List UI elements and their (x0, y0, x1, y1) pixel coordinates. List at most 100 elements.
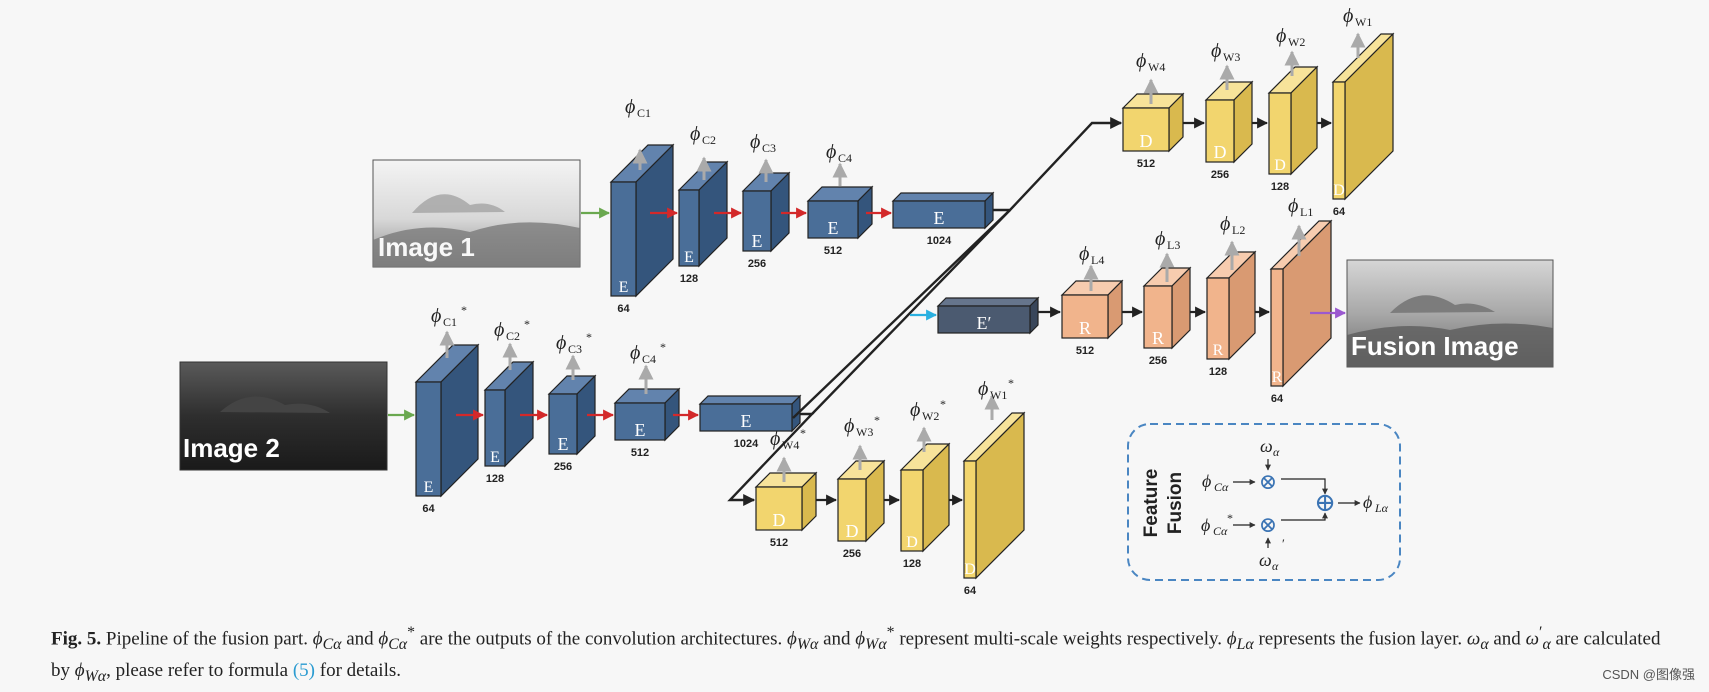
svg-text:ϕ: ϕ (690, 123, 700, 145)
decoder2-block-4-letter: D (964, 561, 976, 578)
decoder2-block-2-size: 256 (843, 548, 861, 560)
figure-caption: Fig. 5. Pipeline of the fusion part. ϕCα… (51, 624, 1661, 685)
encoder1-block-2-letter: E (684, 249, 694, 266)
otimes-top-icon: ⊗ (1259, 469, 1277, 494)
encoder2-block-4-size: 512 (631, 447, 649, 459)
fusion-image: Fusion Image (1346, 259, 1554, 368)
svg-text:ϕ: ϕ (826, 141, 836, 163)
svg-text:*: * (660, 340, 666, 354)
recon-block-4-size: 64 (1271, 393, 1284, 405)
decoder2-block-4: D64 (962, 411, 1026, 597)
encoder1-block-1-size: 64 (617, 303, 630, 315)
encoder2-block-1: E64 (414, 343, 480, 515)
svg-text:α: α (1273, 445, 1280, 459)
recon-block-3-letter: R (1213, 342, 1224, 359)
svg-text:L2: L2 (1232, 223, 1245, 237)
caption-part1: Pipeline of the fusion part. (105, 628, 308, 650)
caption-part3: represent multi-scale weights respective… (899, 628, 1223, 650)
svg-text:*: * (586, 330, 592, 344)
decoder1-block-3-size: 128 (1271, 181, 1289, 193)
svg-text:ϕ: ϕ (1202, 471, 1211, 491)
recon-block-3-size: 128 (1209, 366, 1227, 378)
svg-text:ϕ: ϕ (625, 96, 635, 118)
encoder1-block-3-letter: E (752, 231, 763, 251)
feature-fusion-title-2: Fusion (1165, 472, 1186, 534)
encoder2-block-1-letter: E (424, 479, 434, 496)
caption-part2: are the outputs of the convolution archi… (419, 628, 783, 650)
svg-text:ϕ: ϕ (978, 378, 988, 400)
svg-text:ω: ω (1259, 550, 1272, 570)
svg-text:ϕ: ϕ (750, 131, 760, 153)
encoder1-block-5-letter: E (934, 208, 945, 228)
svg-text:L3: L3 (1167, 238, 1180, 252)
decoder1-block-1-size: 512 (1137, 158, 1155, 170)
connector-enc2-to-dec2 (727, 412, 815, 506)
decoder1-block-4-size: 64 (1333, 206, 1346, 218)
fusion-omega-bottom: ω α ′ (1259, 536, 1285, 573)
svg-text:W3: W3 (856, 425, 873, 439)
svg-text:C3: C3 (762, 141, 776, 155)
connector-enc1-to-dec1 (993, 117, 1123, 212)
svg-text:C2: C2 (702, 133, 716, 147)
caption-part4: represents the fusion layer. (1258, 628, 1463, 650)
svg-text:*: * (800, 426, 806, 440)
encoder1-block-4-letter: E (828, 218, 839, 238)
svg-text:W4: W4 (782, 438, 799, 452)
caption-fig-label: Fig. 5. (51, 628, 102, 650)
svg-text:ϕ: ϕ (1276, 25, 1286, 47)
svg-text:ϕ: ϕ (1136, 50, 1146, 72)
fusion-phi-c-star: ϕ Cα * (1201, 511, 1233, 538)
image-1: Image 1 (372, 159, 581, 268)
decoder1-block-2-letter: D (1214, 142, 1227, 162)
encoder1-block-4-size: 512 (824, 245, 842, 257)
encoder1-block-1: E 64 (609, 143, 675, 315)
decoder2-block-1-size: 512 (770, 537, 788, 549)
caption-part5: are calculated by (51, 628, 1661, 682)
eprime-block-letter: E′ (977, 313, 992, 333)
svg-text:ϕ: ϕ (770, 428, 780, 450)
otimes-bottom-icon: ⊗ (1259, 512, 1277, 537)
svg-text:*: * (940, 397, 946, 411)
svg-text:W2: W2 (1288, 35, 1305, 49)
svg-text:ϕ: ϕ (630, 342, 640, 364)
decoder1-block-3-letter: D (1274, 157, 1286, 174)
svg-text:α: α (1272, 559, 1279, 573)
encoder1-block-5-size: 1024 (927, 235, 952, 247)
encoder1-block-5: E 1024 (891, 191, 995, 247)
decoder1-block-1-letter: D (1140, 131, 1153, 151)
eprime-block: E′ (936, 296, 1040, 335)
decoder2-block-3-size: 128 (903, 558, 921, 570)
svg-text:C1: C1 (637, 106, 651, 120)
connector-enc1-down (792, 209, 1011, 419)
formula-reference-link[interactable]: (5) (292, 660, 315, 682)
fusion-image-label: Fusion Image (1351, 331, 1519, 361)
svg-text:C4: C4 (642, 352, 656, 366)
svg-text:*: * (874, 413, 880, 427)
encoder1-block-1-letter: E (619, 279, 629, 296)
svg-text:W1: W1 (1355, 15, 1372, 29)
svg-text:ϕ: ϕ (910, 399, 920, 421)
svg-text:C1: C1 (443, 315, 457, 329)
decoder1-block-4: D64 (1331, 32, 1395, 218)
svg-text:ϕ: ϕ (844, 415, 854, 437)
svg-text:ϕ: ϕ (1363, 492, 1372, 512)
